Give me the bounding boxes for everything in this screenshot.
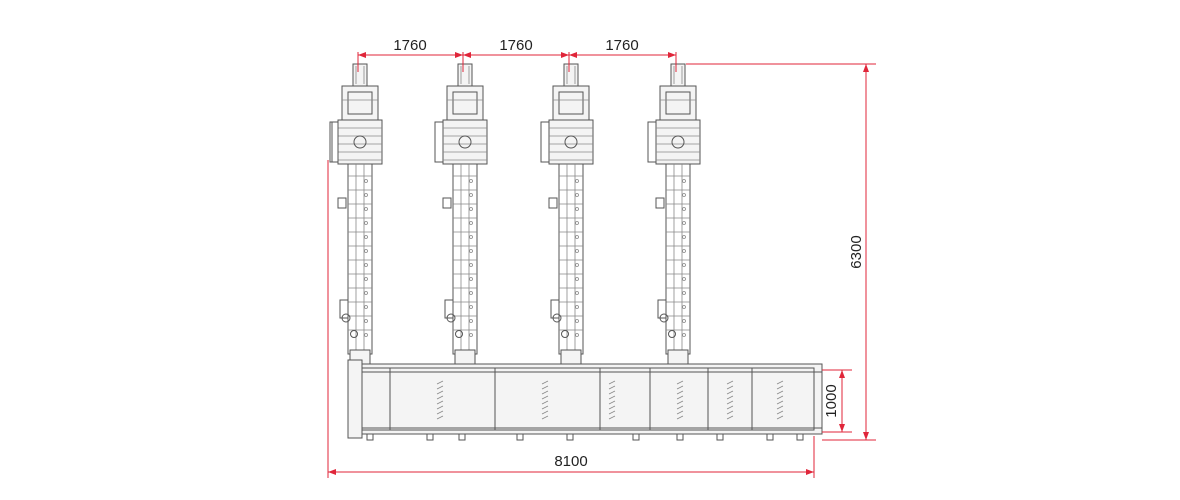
- unit-head: [446, 85, 484, 121]
- machine-unit: [329, 63, 383, 365]
- unit-head: [552, 85, 590, 121]
- unit-head: [659, 85, 697, 121]
- dimension-labels: 1760 1760 1760 6300 1000 8100: [393, 37, 865, 470]
- machine-unit: [540, 63, 594, 365]
- unit-motor: [563, 63, 579, 87]
- machine-units: [329, 63, 701, 365]
- unit-column: [452, 163, 478, 355]
- conveyor-end-plate: [347, 359, 363, 439]
- dim-label-spacing-1: 1760: [393, 37, 426, 54]
- machine-unit: [434, 63, 488, 365]
- unit-gearbox: [655, 119, 701, 165]
- unit-gearbox: [337, 119, 383, 165]
- conveyor-line: [347, 359, 823, 441]
- unit-column: [665, 163, 691, 355]
- dim-label-conveyor-width: 1000: [823, 384, 840, 417]
- machine-unit: [647, 63, 701, 365]
- unit-head: [341, 85, 379, 121]
- dim-label-total-length: 8100: [554, 453, 587, 470]
- dim-label-spacing-2: 1760: [499, 37, 532, 54]
- conveyor-slats: [436, 380, 784, 420]
- unit-gearbox: [442, 119, 488, 165]
- dim-label-spacing-3: 1760: [605, 37, 638, 54]
- conveyor-feet: [366, 433, 804, 441]
- unit-column: [347, 163, 373, 355]
- dim-label-total-height: 6300: [848, 235, 865, 268]
- unit-gearbox: [548, 119, 594, 165]
- unit-motor: [352, 63, 368, 87]
- unit-base: [454, 349, 476, 365]
- unit-base: [667, 349, 689, 365]
- unit-motor: [457, 63, 473, 87]
- conveyor-outfeed: [751, 367, 815, 431]
- unit-column: [558, 163, 584, 355]
- unit-motor: [670, 63, 686, 87]
- conveyor-frame: [351, 363, 823, 435]
- dimension-lines: [327, 52, 876, 478]
- unit-base: [560, 349, 582, 365]
